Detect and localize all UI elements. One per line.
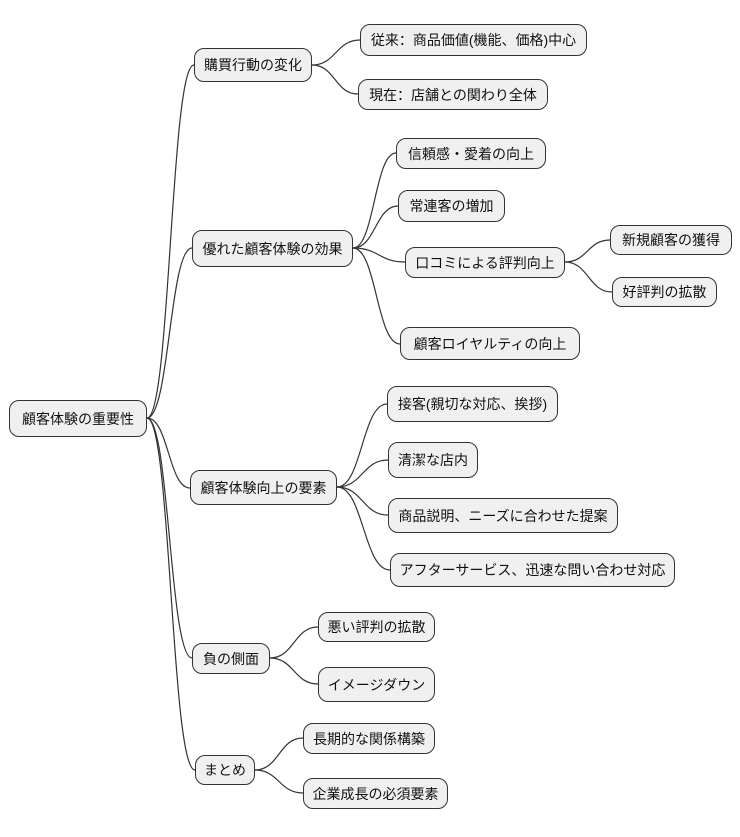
- node-label: 負の側面: [203, 650, 259, 667]
- edge-factors-to-clean-store: [336, 459, 389, 488]
- node-label: 顧客ロイヤルティの向上: [413, 335, 567, 352]
- node-label: イメージダウン: [327, 676, 426, 693]
- node-image-down: イメージダウン: [318, 667, 435, 702]
- node-label: アフターサービス、迅速な問い合わせ対応: [399, 562, 666, 578]
- node-summary: まとめ: [195, 755, 255, 785]
- node-product-explanation-proposal: 商品説明、ニーズに合わせた提案: [388, 498, 618, 533]
- node-regular-customers-increase: 常連客の増加: [398, 190, 505, 222]
- node-cx-improvement-factors: 顧客体験向上の要素: [190, 470, 337, 505]
- node-label: 悪い評判の拡散: [327, 619, 426, 635]
- node-word-of-mouth-reputation: 口コミによる評判向上: [405, 247, 565, 278]
- edge-factors-to-service: [336, 403, 388, 488]
- node-label: 従来：商品価値(機能、価格)中心: [370, 32, 577, 48]
- node-root-customer-experience-importance: 顧客体験の重要性: [9, 400, 147, 437]
- node-label: 商品説明、ニーズに合わせた提案: [398, 507, 608, 524]
- node-trust-attachment-increase: 信頼感・愛着の向上: [396, 138, 546, 169]
- node-label: 好評判の拡散: [622, 284, 707, 300]
- node-customer-service: 接客(親切な対応、挨拶): [387, 386, 558, 422]
- node-corporate-growth-essential: 企業成長の必須要素: [303, 778, 448, 809]
- edge-effects-to-regulars: [352, 205, 399, 249]
- edge-root-to-cx-factors: [146, 417, 191, 489]
- node-label: 常連客の増加: [409, 198, 494, 214]
- node-label: 顧客体験向上の要素: [200, 479, 327, 496]
- edge-factors-to-after-service: [336, 486, 391, 571]
- edge-factors-to-explanation: [336, 486, 389, 516]
- edge-wom-to-new-customers: [564, 239, 611, 263]
- node-purchase-behavior-change: 購買行動の変化: [194, 48, 312, 82]
- edge-purchase-to-traditional: [311, 39, 361, 66]
- edge-root-to-negative-aspects: [146, 417, 193, 659]
- node-current-store-relationship: 現在：店舗との関わり全体: [358, 79, 548, 110]
- node-label: 口コミによる評判向上: [415, 254, 555, 271]
- node-good-reputation-spread: 好評判の拡散: [612, 277, 717, 307]
- node-label: 長期的な関係構築: [313, 730, 425, 747]
- node-label: 清潔な店内: [398, 452, 468, 468]
- node-traditional-product-value: 従来：商品価値(機能、価格)中心: [360, 24, 587, 56]
- node-bad-reputation-spread: 悪い評判の拡散: [318, 612, 435, 642]
- edge-root-to-purchase-behavior: [146, 64, 195, 419]
- edge-root-to-good-cx-effects: [146, 247, 193, 419]
- node-new-customer-acquisition: 新規顧客の獲得: [610, 225, 732, 255]
- node-label: 購買行動の変化: [204, 57, 302, 73]
- edge-root-to-summary: [146, 417, 196, 771]
- node-label: 優れた顧客体験の効果: [202, 240, 343, 257]
- edge-effects-to-loyalty: [352, 247, 401, 345]
- node-label: まとめ: [204, 762, 246, 778]
- edge-effects-to-trust: [352, 152, 397, 249]
- edge-wom-to-reputation-spread: [564, 261, 613, 293]
- node-label: 企業成長の必須要素: [312, 785, 439, 802]
- node-label: 信頼感・愛着の向上: [408, 145, 534, 162]
- node-customer-loyalty-increase: 顧客ロイヤルティの向上: [400, 327, 580, 360]
- edge-negative-to-image-down: [269, 657, 319, 685]
- node-good-cx-effects: 優れた顧客体験の効果: [192, 230, 353, 267]
- edge-summary-to-growth: [254, 769, 304, 794]
- node-label: 顧客体験の重要性: [22, 410, 134, 427]
- node-label: 新規顧客の獲得: [622, 232, 720, 248]
- node-after-service-quick-response: アフターサービス、迅速な問い合わせ対応: [390, 553, 675, 587]
- node-long-term-relationship: 長期的な関係構築: [303, 723, 435, 754]
- edge-effects-to-word-of-mouth: [352, 247, 406, 263]
- edge-negative-to-bad-reputation: [269, 626, 319, 659]
- edge-purchase-to-current: [311, 64, 359, 95]
- node-negative-aspects: 負の側面: [192, 643, 270, 674]
- node-label: 接客(親切な対応、挨拶): [397, 396, 548, 412]
- node-clean-store: 清潔な店内: [388, 442, 478, 478]
- node-label: 現在：店舗との関わり全体: [369, 86, 537, 103]
- edge-summary-to-long-term: [254, 737, 304, 771]
